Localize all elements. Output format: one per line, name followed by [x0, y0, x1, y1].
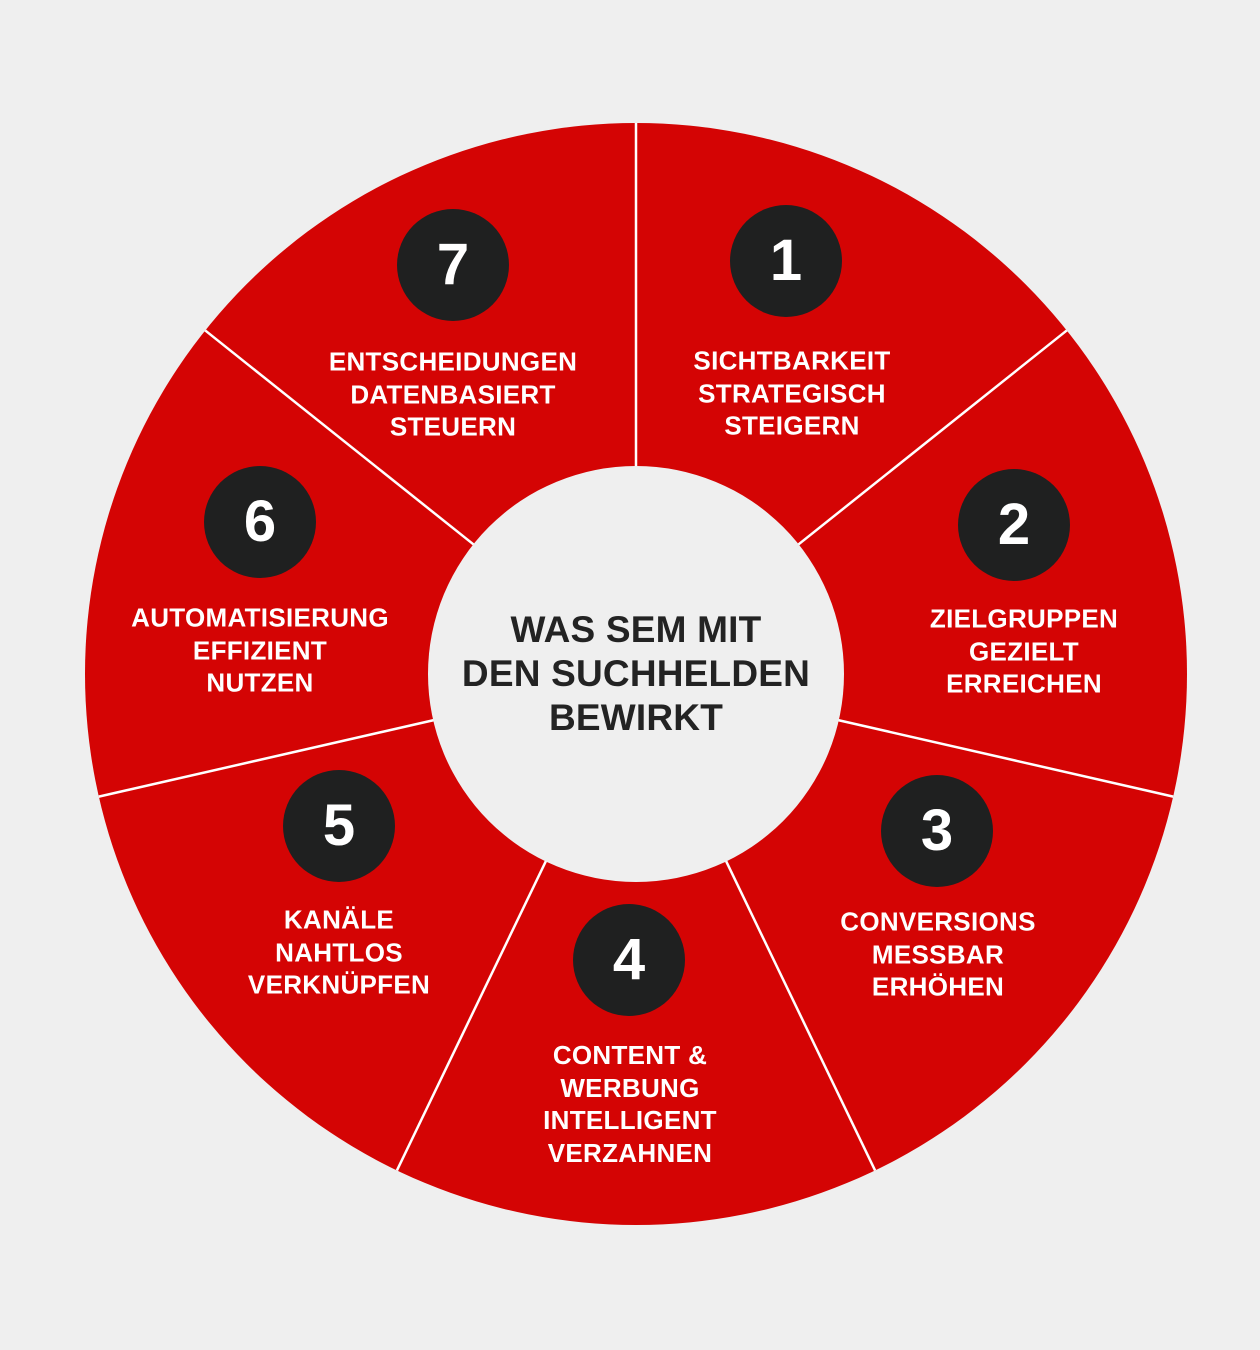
segment-label-line: CONTENT & — [552, 1040, 708, 1070]
segment-label-line: SICHTBARKEIT — [693, 345, 891, 376]
segment-number-badge-7[interactable]: 7 — [397, 209, 509, 321]
segment-label-line: ENTSCHEIDUNGEN — [328, 346, 578, 377]
segment-divider — [395, 857, 549, 1171]
segment-divider — [834, 718, 1174, 798]
hub-circle — [428, 466, 844, 882]
segment-label-line: MESSBAR — [871, 938, 1005, 969]
segment-label-line: NAHTLOS — [275, 936, 403, 967]
segment-number-badge-6[interactable]: 6 — [204, 466, 316, 578]
segment-label-line: VERKNÜPFEN — [247, 969, 431, 1000]
segment-label-line: DATENBASIERT — [350, 378, 556, 409]
segment-label-line: WERBUNG — [560, 1072, 700, 1103]
segment-label-line: EFFIZIENT — [192, 634, 328, 665]
segment-divider — [204, 329, 478, 548]
segment-divider — [98, 718, 438, 798]
segment-label-line: NUTZEN — [206, 667, 314, 698]
segment-label-line: STRATEGISCH — [698, 377, 886, 408]
segment-label-line: ZIELGRUPPEN — [929, 603, 1119, 634]
segment-label-line: STEUERN — [389, 411, 517, 442]
segment-label-line: KANÄLE — [283, 904, 395, 935]
segment-label-line: INTELLIGENT — [543, 1105, 717, 1135]
segment-label-line: GEZIELT — [969, 635, 1079, 666]
segment-number-badge-4[interactable]: 4 — [573, 904, 685, 1016]
segment-number-badge-2[interactable]: 2 — [958, 469, 1070, 581]
segment-dividers — [98, 123, 1174, 1171]
segment-number-badge-1[interactable]: 1 — [730, 205, 842, 317]
segment-divider — [723, 857, 877, 1171]
segment-label-line: VERZAHNEN — [547, 1137, 713, 1168]
segment-label-line: STEIGERN — [724, 410, 860, 441]
segment-label-line: ERHÖHEN — [871, 971, 1005, 1002]
segment-divider — [794, 329, 1068, 548]
segment-number-badge-3[interactable]: 3 — [881, 775, 993, 887]
segment-label-line: CONVERSIONS — [840, 906, 1036, 937]
segment-label-line: AUTOMATISIERUNG — [131, 602, 389, 633]
segment-number-badge-5[interactable]: 5 — [283, 770, 395, 882]
segment-label-line: ERREICHEN — [946, 668, 1102, 699]
